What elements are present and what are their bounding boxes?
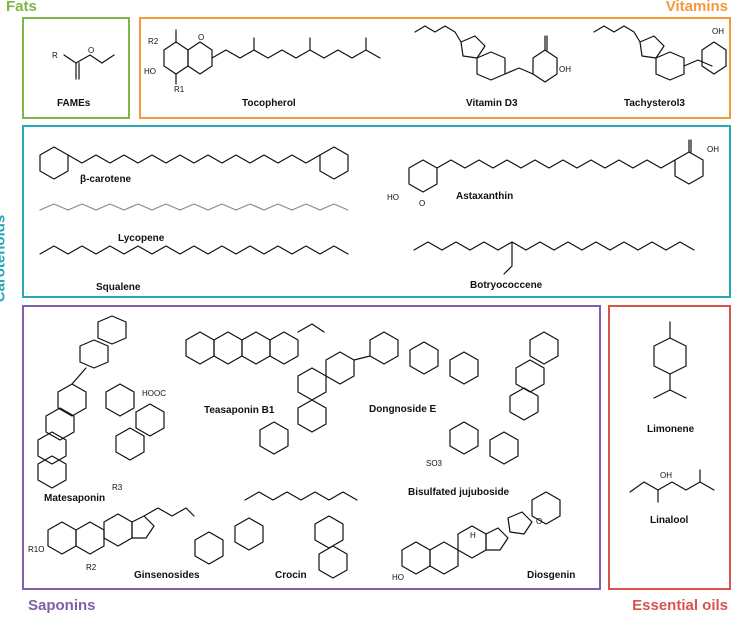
crocin-label: Crocin	[275, 570, 307, 581]
saponins-title: Saponins	[28, 597, 96, 614]
limonene-label: Limonene	[647, 424, 695, 435]
tachysterol3-oh-label: OH	[712, 27, 724, 36]
ginsenosides-r2-label: R2	[86, 563, 97, 572]
diosgenin-ho-label: HO	[392, 573, 404, 582]
bisulfated-jujuboside-label: Bisulfated jujuboside	[408, 487, 510, 498]
squalene-structure	[39, 245, 349, 255]
saponins-box	[22, 305, 601, 590]
essential-oils-box	[608, 305, 731, 590]
astaxanthin-label: Astaxanthin	[456, 191, 514, 202]
fats-box	[22, 17, 130, 119]
linalool-label: Linalool	[650, 515, 689, 526]
dongnoside-e-structure	[259, 331, 479, 455]
teasaponin-b1-structure: HOOC	[105, 323, 325, 461]
teasaponin-hooc-label: HOOC	[142, 389, 166, 398]
lycopene-structure	[39, 203, 349, 211]
tocopherol-o-label: O	[198, 33, 204, 42]
dongnoside-e-label: Dongnoside E	[369, 404, 437, 415]
vitamins-title: Vitamins	[665, 0, 728, 15]
tachysterol3-label: Tachysterol3	[624, 98, 685, 109]
bisulfated-jujuboside-structure: SO3	[426, 331, 559, 468]
tocopherol-structure: HO R2 R1 O	[144, 29, 381, 94]
fames-r-label: R	[52, 51, 58, 60]
linalool-structure: OH	[629, 469, 715, 503]
botryococcene-structure	[413, 241, 695, 275]
lycopene-label: Lycopene	[118, 233, 165, 244]
carotenoids-box	[22, 125, 731, 298]
diosgenin-o-label: O	[536, 517, 542, 526]
astaxanthin-ho-label: HO	[387, 193, 399, 202]
teasaponin-b1-label: Teasaponin B1	[204, 405, 275, 416]
essential-oils-title: Essential oils	[632, 597, 728, 614]
tachysterol3-structure: OH	[593, 25, 727, 81]
matesaponin-structure	[37, 315, 127, 489]
tocopherol-ho-label: HO	[144, 67, 156, 76]
ginsenosides-structure: R1O R2 R3	[28, 483, 195, 572]
carotenoids-title: Carotenoids	[0, 214, 9, 303]
botryococcene-label: Botryococcene	[470, 280, 543, 291]
beta-carotene-label: β-carotene	[80, 174, 132, 185]
ginsenosides-r3-label: R3	[112, 483, 123, 492]
fames-label: FAMEs	[57, 98, 91, 109]
tocopherol-r2-label: R2	[148, 37, 159, 46]
ginsenosides-r1-label: R1O	[28, 545, 44, 554]
vitamins-box	[139, 17, 731, 119]
fats-title: Fats	[6, 0, 37, 15]
tocopherol-r1-label: R1	[174, 85, 185, 94]
diosgenin-label: Diosgenin	[527, 570, 576, 581]
linalool-oh-label: OH	[660, 471, 672, 480]
astaxanthin-o-label: O	[419, 199, 425, 208]
diosgenin-h-label: H	[470, 531, 476, 540]
squalene-label: Squalene	[96, 282, 141, 293]
vitamin-d3-oh-label: OH	[559, 65, 571, 74]
fames-o-label: O	[88, 46, 94, 55]
tocopherol-label: Tocopherol	[242, 98, 296, 109]
diosgenin-structure: HO O H	[392, 491, 561, 582]
bisulfated-so3-label: SO3	[426, 459, 443, 468]
astaxanthin-structure: HO O OH	[387, 139, 719, 208]
vitamin-d3-structure: OH	[414, 25, 571, 83]
matesaponin-label: Matesaponin	[44, 493, 106, 504]
vitamin-d3-label: Vitamin D3	[466, 98, 518, 109]
crocin-structure	[194, 491, 358, 579]
beta-carotene-structure	[39, 146, 349, 180]
fames-structure: R O	[52, 46, 115, 80]
astaxanthin-oh-label: OH	[707, 145, 719, 154]
ginsenosides-label: Ginsenosides	[134, 570, 200, 581]
limonene-structure	[653, 321, 687, 399]
